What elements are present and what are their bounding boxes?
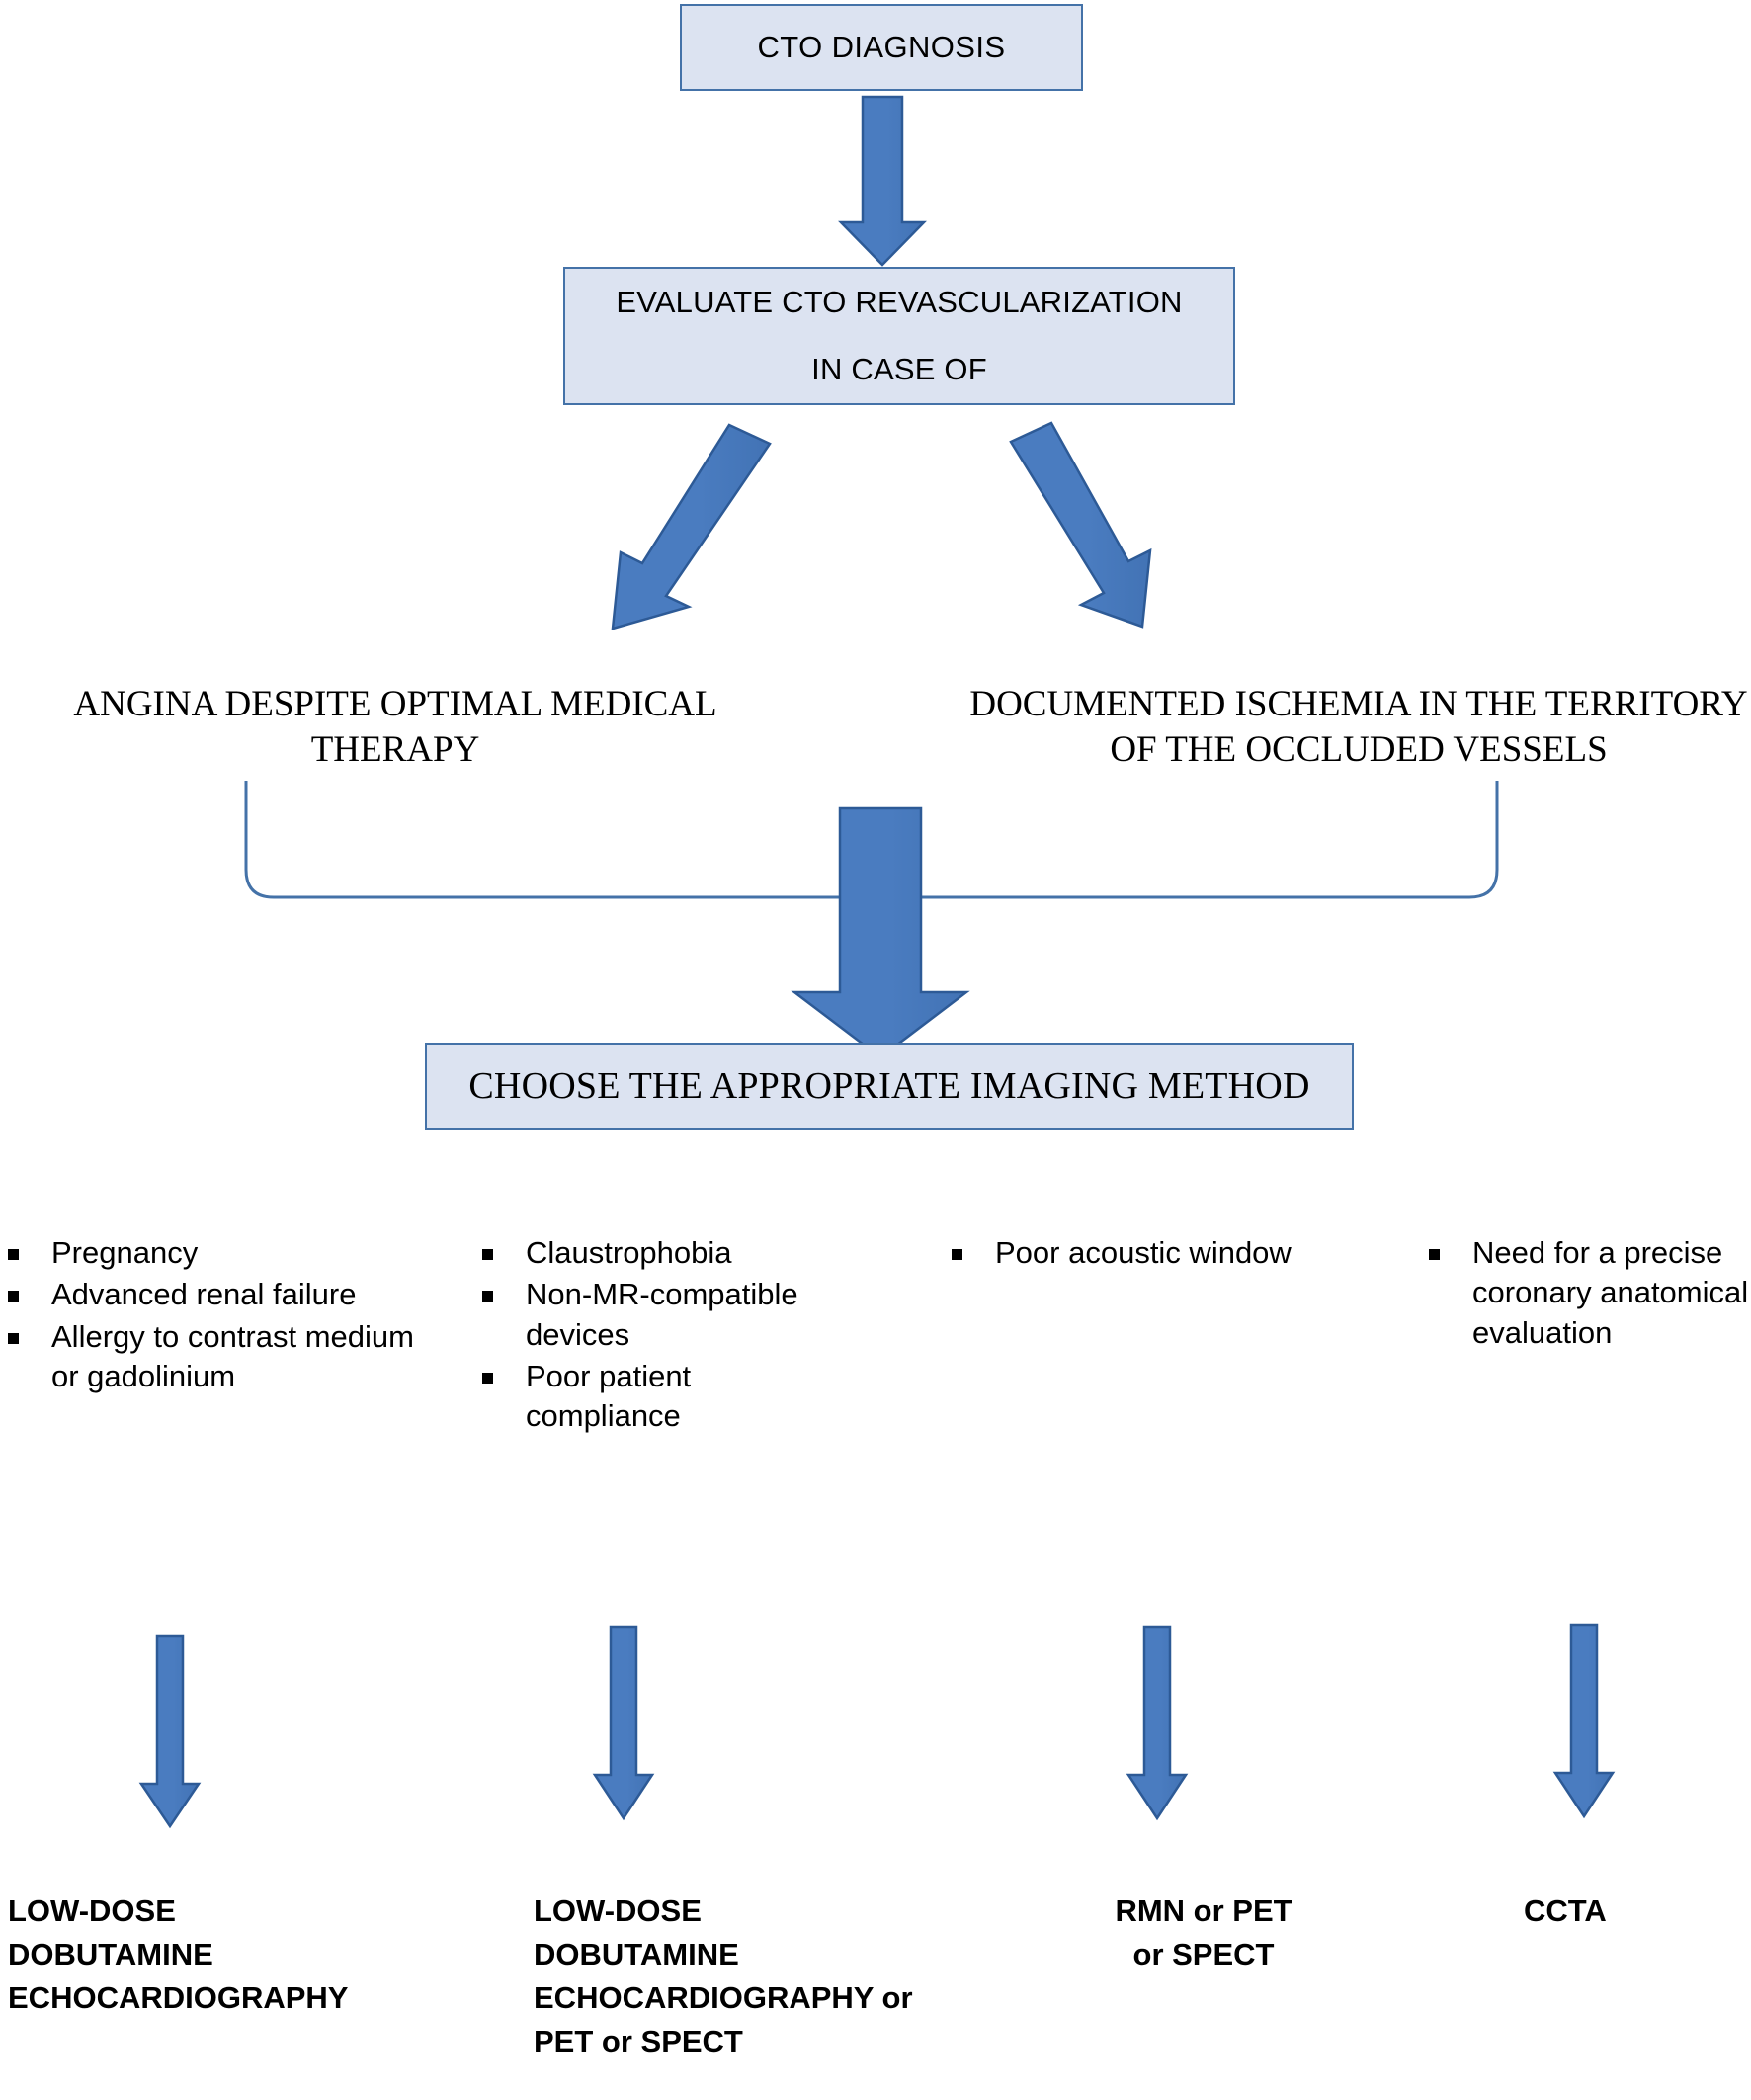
outcome-line: DOBUTAMINE: [534, 1937, 739, 1973]
outcome-line: RMN or PET: [1115, 1893, 1292, 1928]
criteria-list-1: Pregnancy Advanced renal failure Allergy…: [0, 1233, 415, 1396]
outcome-label-2: LOW-DOSE DOBUTAMINE ECHOCARDIOGRAPHY or …: [534, 1890, 949, 2063]
node-choose-imaging-method: CHOOSE THE APPROPRIATE IMAGING METHOD: [425, 1043, 1354, 1130]
criteria-column-1: Pregnancy Advanced renal failure Allergy…: [0, 1233, 415, 1398]
branch-label-angina: ANGINA DESPITE OPTIMAL MEDICAL THERAPY: [73, 684, 717, 771]
merge-bracket-icon: [244, 781, 1499, 899]
arrow-down-right-icon: [1009, 421, 1152, 629]
outcome-label-1: LOW-DOSE DOBUTAMINE ECHOCARDIOGRAPHY: [8, 1890, 423, 2020]
criteria-list-2: Claustrophobia Non-MR-compatible devices…: [474, 1233, 850, 1436]
arrow-down-icon-outcome-1: [138, 1634, 202, 1829]
list-item: Poor acoustic window: [944, 1233, 1299, 1273]
node-cto-diagnosis-label: CTO DIAGNOSIS: [757, 30, 1006, 64]
outcome-label-3: RMN or PET or SPECT: [1055, 1890, 1352, 1976]
node-evaluate-revascularization: EVALUATE CTO REVASCULARIZATION IN CASE O…: [563, 267, 1235, 405]
list-item: Advanced renal failure: [0, 1275, 415, 1314]
list-item: Poor patient compliance: [474, 1357, 850, 1437]
outcome-line: DOBUTAMINE: [8, 1937, 213, 1973]
criteria-list-4: Need for a precise coronary anatomical e…: [1421, 1233, 1751, 1353]
node-choose-label: CHOOSE THE APPROPRIATE IMAGING METHOD: [468, 1065, 1310, 1107]
arrow-down-icon-outcome-2: [592, 1625, 655, 1821]
arrow-down-icon-start-to-evaluate: [838, 95, 927, 267]
criteria-column-4: Need for a precise coronary anatomical e…: [1421, 1233, 1751, 1355]
outcome-line: LOW-DOSE: [534, 1893, 702, 1928]
criteria-list-3: Poor acoustic window: [944, 1233, 1299, 1273]
list-item: Pregnancy: [0, 1233, 415, 1273]
arrow-down-icon-outcome-4: [1552, 1623, 1616, 1819]
outcome-line: ECHOCARDIOGRAPHY or: [534, 1980, 913, 2016]
outcome-label-4: CCTA: [1524, 1890, 1751, 1933]
outcome-line: ECHOCARDIOGRAPHY: [8, 1980, 349, 2016]
list-item: Claustrophobia: [474, 1233, 850, 1273]
node-cto-diagnosis: CTO DIAGNOSIS: [680, 4, 1083, 91]
outcome-line: LOW-DOSE: [8, 1893, 176, 1928]
outcome-line: CCTA: [1524, 1893, 1607, 1928]
criteria-column-3: Poor acoustic window: [944, 1233, 1299, 1275]
node-evaluate-label-line2: IN CASE OF: [811, 352, 987, 386]
list-item: Allergy to contrast medium or gadolinium: [0, 1317, 415, 1397]
arrow-down-left-icon: [611, 423, 772, 630]
outcome-line: PET or SPECT: [534, 2024, 743, 2059]
list-item: Need for a precise coronary anatomical e…: [1421, 1233, 1751, 1353]
arrow-down-icon-merge-to-choose: [791, 806, 970, 1059]
outcome-line: or SPECT: [1132, 1937, 1275, 1973]
branch-label-documented-ischemia: DOCUMENTED ISCHEMIA IN THE TERRITORY OF …: [969, 684, 1748, 771]
criteria-column-2: Claustrophobia Non-MR-compatible devices…: [474, 1233, 850, 1438]
node-evaluate-label-line1: EVALUATE CTO REVASCULARIZATION: [616, 285, 1183, 319]
list-item: Non-MR-compatible devices: [474, 1275, 850, 1355]
arrow-down-icon-outcome-3: [1126, 1625, 1189, 1821]
